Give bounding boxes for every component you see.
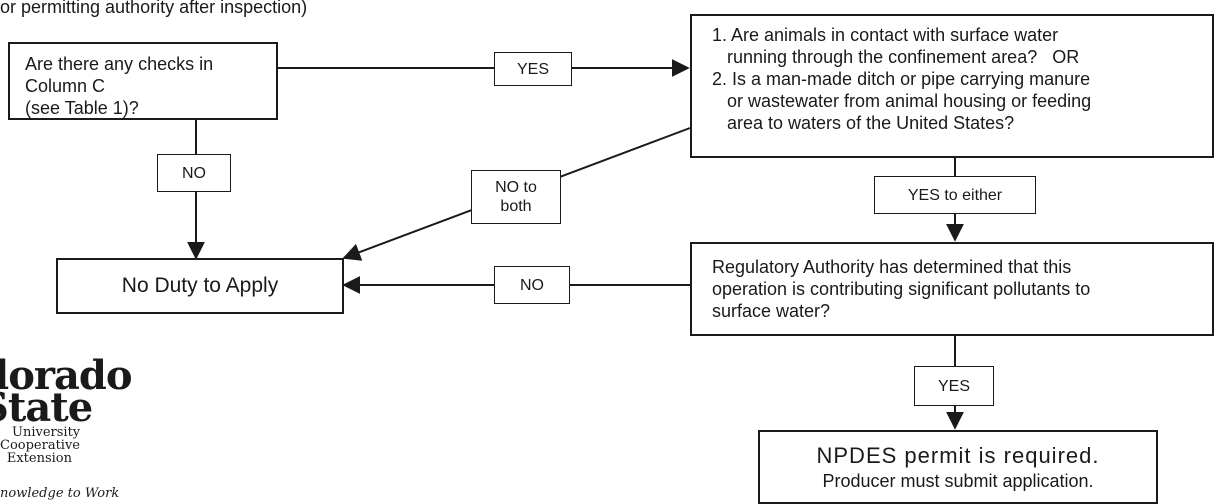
node-permit-line2: Producer must submit application. [822, 471, 1094, 491]
label-yes-to-either: YES to either [874, 176, 1036, 214]
label-no-to-both: NO to both [471, 170, 561, 224]
label-no-to-line: NO to [495, 179, 537, 196]
node-permit-required: NPDES permit is required. Producer must … [758, 430, 1158, 504]
label-no-middle: NO [494, 266, 570, 304]
logo-extension: Extension [6, 451, 72, 466]
node-contact-line1: 1. Are animals in contact with surface w… [712, 25, 1059, 45]
node-contact-line2: running through the confinement area? OR [727, 47, 1080, 67]
node-column-c-line1: Are there any checks in Column C [25, 54, 214, 96]
header-text: or permitting authority after inspection… [0, 0, 308, 17]
node-column-c-line2: (see Table 1)? [25, 98, 139, 118]
node-contact-question: 1. Are animals in contact with surface w… [690, 14, 1214, 158]
node-contact-line5: area to waters of the United States? [727, 113, 1015, 133]
node-contact-line4: or wastewater from animal housing or fee… [727, 91, 1092, 111]
label-yes-top: YES [494, 52, 572, 86]
label-yes-bottom: YES [914, 366, 994, 406]
node-authority-line2: operation is contributing significant po… [712, 279, 1091, 299]
node-authority-question: Regulatory Authority has determined that… [690, 242, 1214, 336]
node-no-duty: No Duty to Apply [56, 258, 344, 314]
logo-tagline: nowledge to Work [0, 486, 120, 501]
label-no-left: NO [157, 154, 231, 192]
node-contact-line3: 2. Is a man-made ditch or pipe carrying … [712, 69, 1091, 89]
csu-logo: lorado State University Cooperative Exte… [0, 356, 170, 504]
logo-wordmark-line2: State [0, 384, 93, 431]
logo-university: University [12, 425, 81, 440]
logo-wordmark-line1: lorado [0, 352, 133, 399]
logo-cooperative: Cooperative [0, 438, 80, 453]
node-authority-line1: Regulatory Authority has determined that… [712, 257, 1072, 277]
label-both-line: both [500, 198, 532, 215]
node-authority-line3: surface water? [712, 301, 831, 321]
node-column-c: Are there any checks in Column C (see Ta… [8, 42, 278, 120]
node-permit-line1: NPDES permit is required. [816, 443, 1100, 468]
